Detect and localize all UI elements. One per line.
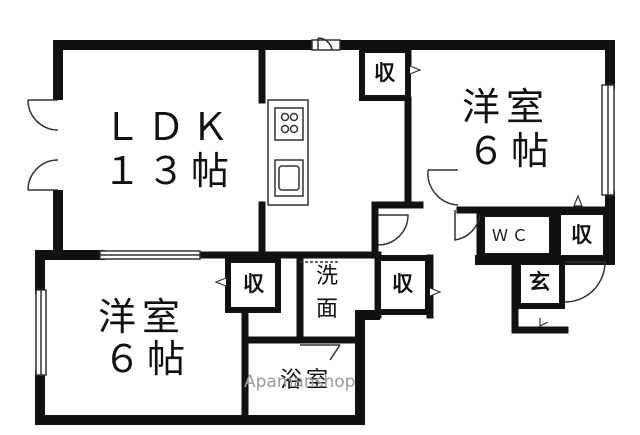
- east-room-label: 洋室: [462, 85, 551, 129]
- east-room-size-label: ６帖: [467, 129, 556, 173]
- closet-west: [225, 257, 281, 313]
- ldk-size-label: １３帖: [103, 149, 236, 193]
- washroom-label-2: 面: [316, 297, 339, 322]
- bath-label: 浴室: [280, 368, 333, 393]
- closet-east: [555, 209, 609, 261]
- closet-hall: [375, 255, 431, 315]
- watermark: Apamanshop: [244, 372, 356, 392]
- entrance-box: [515, 259, 565, 309]
- closet-door-markers: [214, 65, 583, 327]
- kitchen-counter: [267, 99, 309, 206]
- exterior-walls: [35, 40, 615, 425]
- west-room-label: 洋室: [98, 295, 187, 339]
- closet-boxes: [225, 47, 609, 315]
- wc-box: [479, 211, 555, 259]
- entrance-label: 玄: [529, 270, 550, 294]
- ldk-label: ＬＤＫ: [103, 105, 236, 149]
- doors: [27, 37, 606, 361]
- wc-label: ＷＣ: [492, 226, 533, 245]
- west-room-size-label: ６帖: [103, 337, 192, 381]
- closet-label-hall: 収: [392, 272, 413, 296]
- closet-label-east: 収: [571, 223, 592, 247]
- closet-label-west: 収: [243, 272, 264, 296]
- washroom-label-1: 洗: [316, 264, 339, 289]
- windows: [35, 39, 615, 376]
- closet-kitchen: [359, 47, 411, 101]
- closet-label-kitchen: 収: [374, 61, 395, 85]
